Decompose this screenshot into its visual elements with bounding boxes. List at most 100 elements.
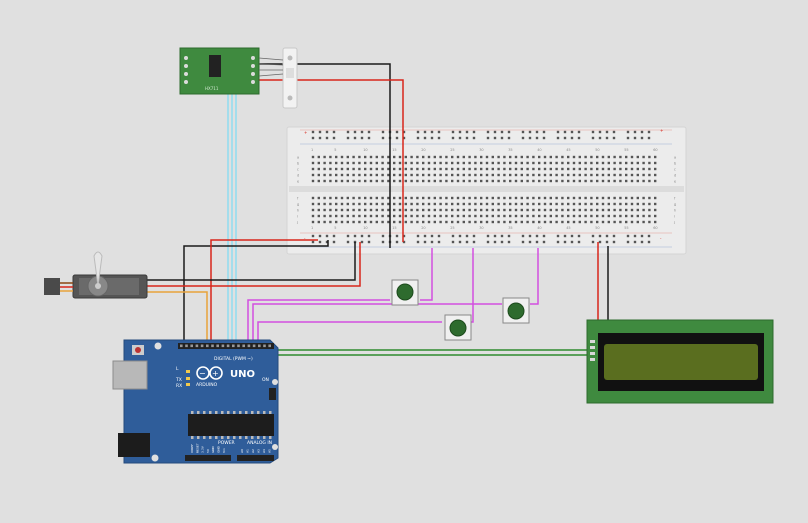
push-button-1[interactable]: [391, 279, 419, 306]
digital-pin[interactable]: [190, 344, 193, 348]
breadboard-hole: [369, 202, 373, 206]
wire-magenta-button1-arduino[interactable]: [247, 299, 390, 350]
power-jack: [118, 433, 150, 457]
breadboard-hole: [340, 161, 344, 165]
breadboard-hole: [311, 202, 315, 206]
chip-leg: [197, 411, 200, 414]
wire-orange-servo-signal[interactable]: [145, 291, 208, 350]
lcd-display[interactable]: [586, 319, 774, 404]
wire-red-arduino-5v[interactable]: [210, 239, 318, 350]
breadboard-hole: [318, 136, 322, 140]
breadboard-hole: [317, 208, 320, 212]
breadboard-hole: [340, 196, 344, 200]
digital-pin[interactable]: [180, 344, 183, 348]
breadboard-hole: [647, 136, 651, 140]
breadboard-hole: [485, 214, 489, 218]
breadboard-hole: [520, 196, 523, 200]
breadboard-hole: [491, 173, 494, 177]
digital-pin[interactable]: [195, 344, 199, 348]
breadboard-hole: [521, 130, 525, 134]
digital-pin[interactable]: [242, 344, 245, 348]
wire-magenta-button2-arduino[interactable]: [257, 321, 442, 350]
digital-pin[interactable]: [263, 344, 266, 348]
digital-pin[interactable]: [206, 344, 209, 348]
breadboard-hole: [317, 173, 320, 177]
breadboard-hole: [555, 155, 558, 159]
breadboard-hole: [416, 161, 419, 165]
breadboard-hole: [601, 220, 605, 224]
breadboard-hole: [555, 220, 558, 224]
breadboard-hole: [532, 167, 535, 171]
breadboard-hole: [480, 196, 483, 200]
breadboard-hole: [387, 173, 390, 177]
wire-magenta-button3[interactable]: [530, 248, 539, 305]
power-pin-label: GND: [211, 445, 215, 453]
chip-leg: [215, 436, 218, 439]
wire-black-servo-gnd[interactable]: [145, 242, 356, 281]
breadboard[interactable]: 1155101015152020252530303535404045455050…: [286, 126, 687, 255]
digital-pin[interactable]: [232, 344, 235, 348]
breadboard-hole: [404, 202, 407, 206]
breadboard-hole: [601, 173, 605, 177]
breadboard-hole: [538, 220, 541, 224]
breadboard-hole: [364, 208, 367, 212]
wire-red-hx711-vcc[interactable]: [250, 79, 404, 242]
breadboard-hole: [358, 208, 361, 212]
breadboard-hole: [352, 167, 355, 171]
breadboard-hole: [395, 234, 399, 238]
mount-hole-tl: [154, 342, 162, 350]
breadboard-hole: [367, 234, 371, 238]
breadboard-column-label: 15: [392, 226, 396, 230]
breadboard-hole: [509, 220, 512, 224]
digital-pin[interactable]: [268, 344, 271, 348]
wire-magenta-button2[interactable]: [470, 248, 474, 323]
breadboard-hole: [509, 202, 512, 206]
breadboard-hole: [323, 214, 326, 218]
breadboard-hole: [381, 208, 384, 212]
breadboard-hole: [549, 208, 552, 212]
digital-pin[interactable]: [226, 344, 230, 348]
digital-pin[interactable]: [216, 344, 219, 348]
breadboard-hole: [605, 136, 609, 140]
digital-pin[interactable]: [200, 344, 204, 348]
wire-black-arduino-gnd[interactable]: [183, 240, 329, 350]
wire-magenta-button3-arduino[interactable]: [252, 303, 502, 350]
breadboard-hole: [598, 130, 602, 134]
breadboard-hole: [416, 208, 419, 212]
digital-pin[interactable]: [247, 344, 251, 348]
push-button-3[interactable]: [502, 297, 530, 324]
breadboard-hole: [340, 220, 344, 224]
breadboard-hole: [404, 214, 407, 218]
breadboard-column-label: 15: [392, 148, 396, 152]
breadboard-hole: [526, 179, 529, 183]
breadboard-hole: [381, 179, 384, 183]
digital-pin[interactable]: [237, 344, 240, 348]
breadboard-hole: [561, 202, 564, 206]
hx711-module[interactable]: HX711: [179, 47, 260, 95]
wire-red-servo-vcc[interactable]: [145, 242, 361, 287]
chip-leg: [203, 411, 206, 414]
breadboard-hole: [340, 179, 344, 183]
digital-pin[interactable]: [185, 344, 188, 348]
digital-pin[interactable]: [252, 344, 256, 348]
wire-magenta-button1[interactable]: [420, 248, 433, 301]
breadboard-hole: [318, 240, 322, 244]
load-cell[interactable]: [258, 47, 298, 109]
breadboard-hole: [642, 202, 645, 206]
chip-leg: [263, 436, 266, 439]
breadboard-hole: [462, 179, 465, 183]
breadboard-hole: [456, 208, 460, 212]
chip-leg: [215, 411, 218, 414]
digital-pin[interactable]: [211, 344, 214, 348]
breadboard-hole: [465, 130, 469, 134]
push-button-2[interactable]: [444, 314, 472, 341]
breadboard-hole: [654, 173, 657, 177]
breadboard-hole: [570, 130, 574, 134]
chip-leg: [221, 436, 224, 439]
breadboard-hole: [398, 220, 402, 224]
digital-pin[interactable]: [258, 344, 261, 348]
digital-pin[interactable]: [221, 344, 225, 348]
servo-motor[interactable]: [44, 251, 148, 299]
arduino-uno[interactable]: DIGITAL (PWM ~) − + UNO ARDUINO L TX RX …: [112, 339, 279, 464]
breadboard-hole: [451, 220, 454, 224]
